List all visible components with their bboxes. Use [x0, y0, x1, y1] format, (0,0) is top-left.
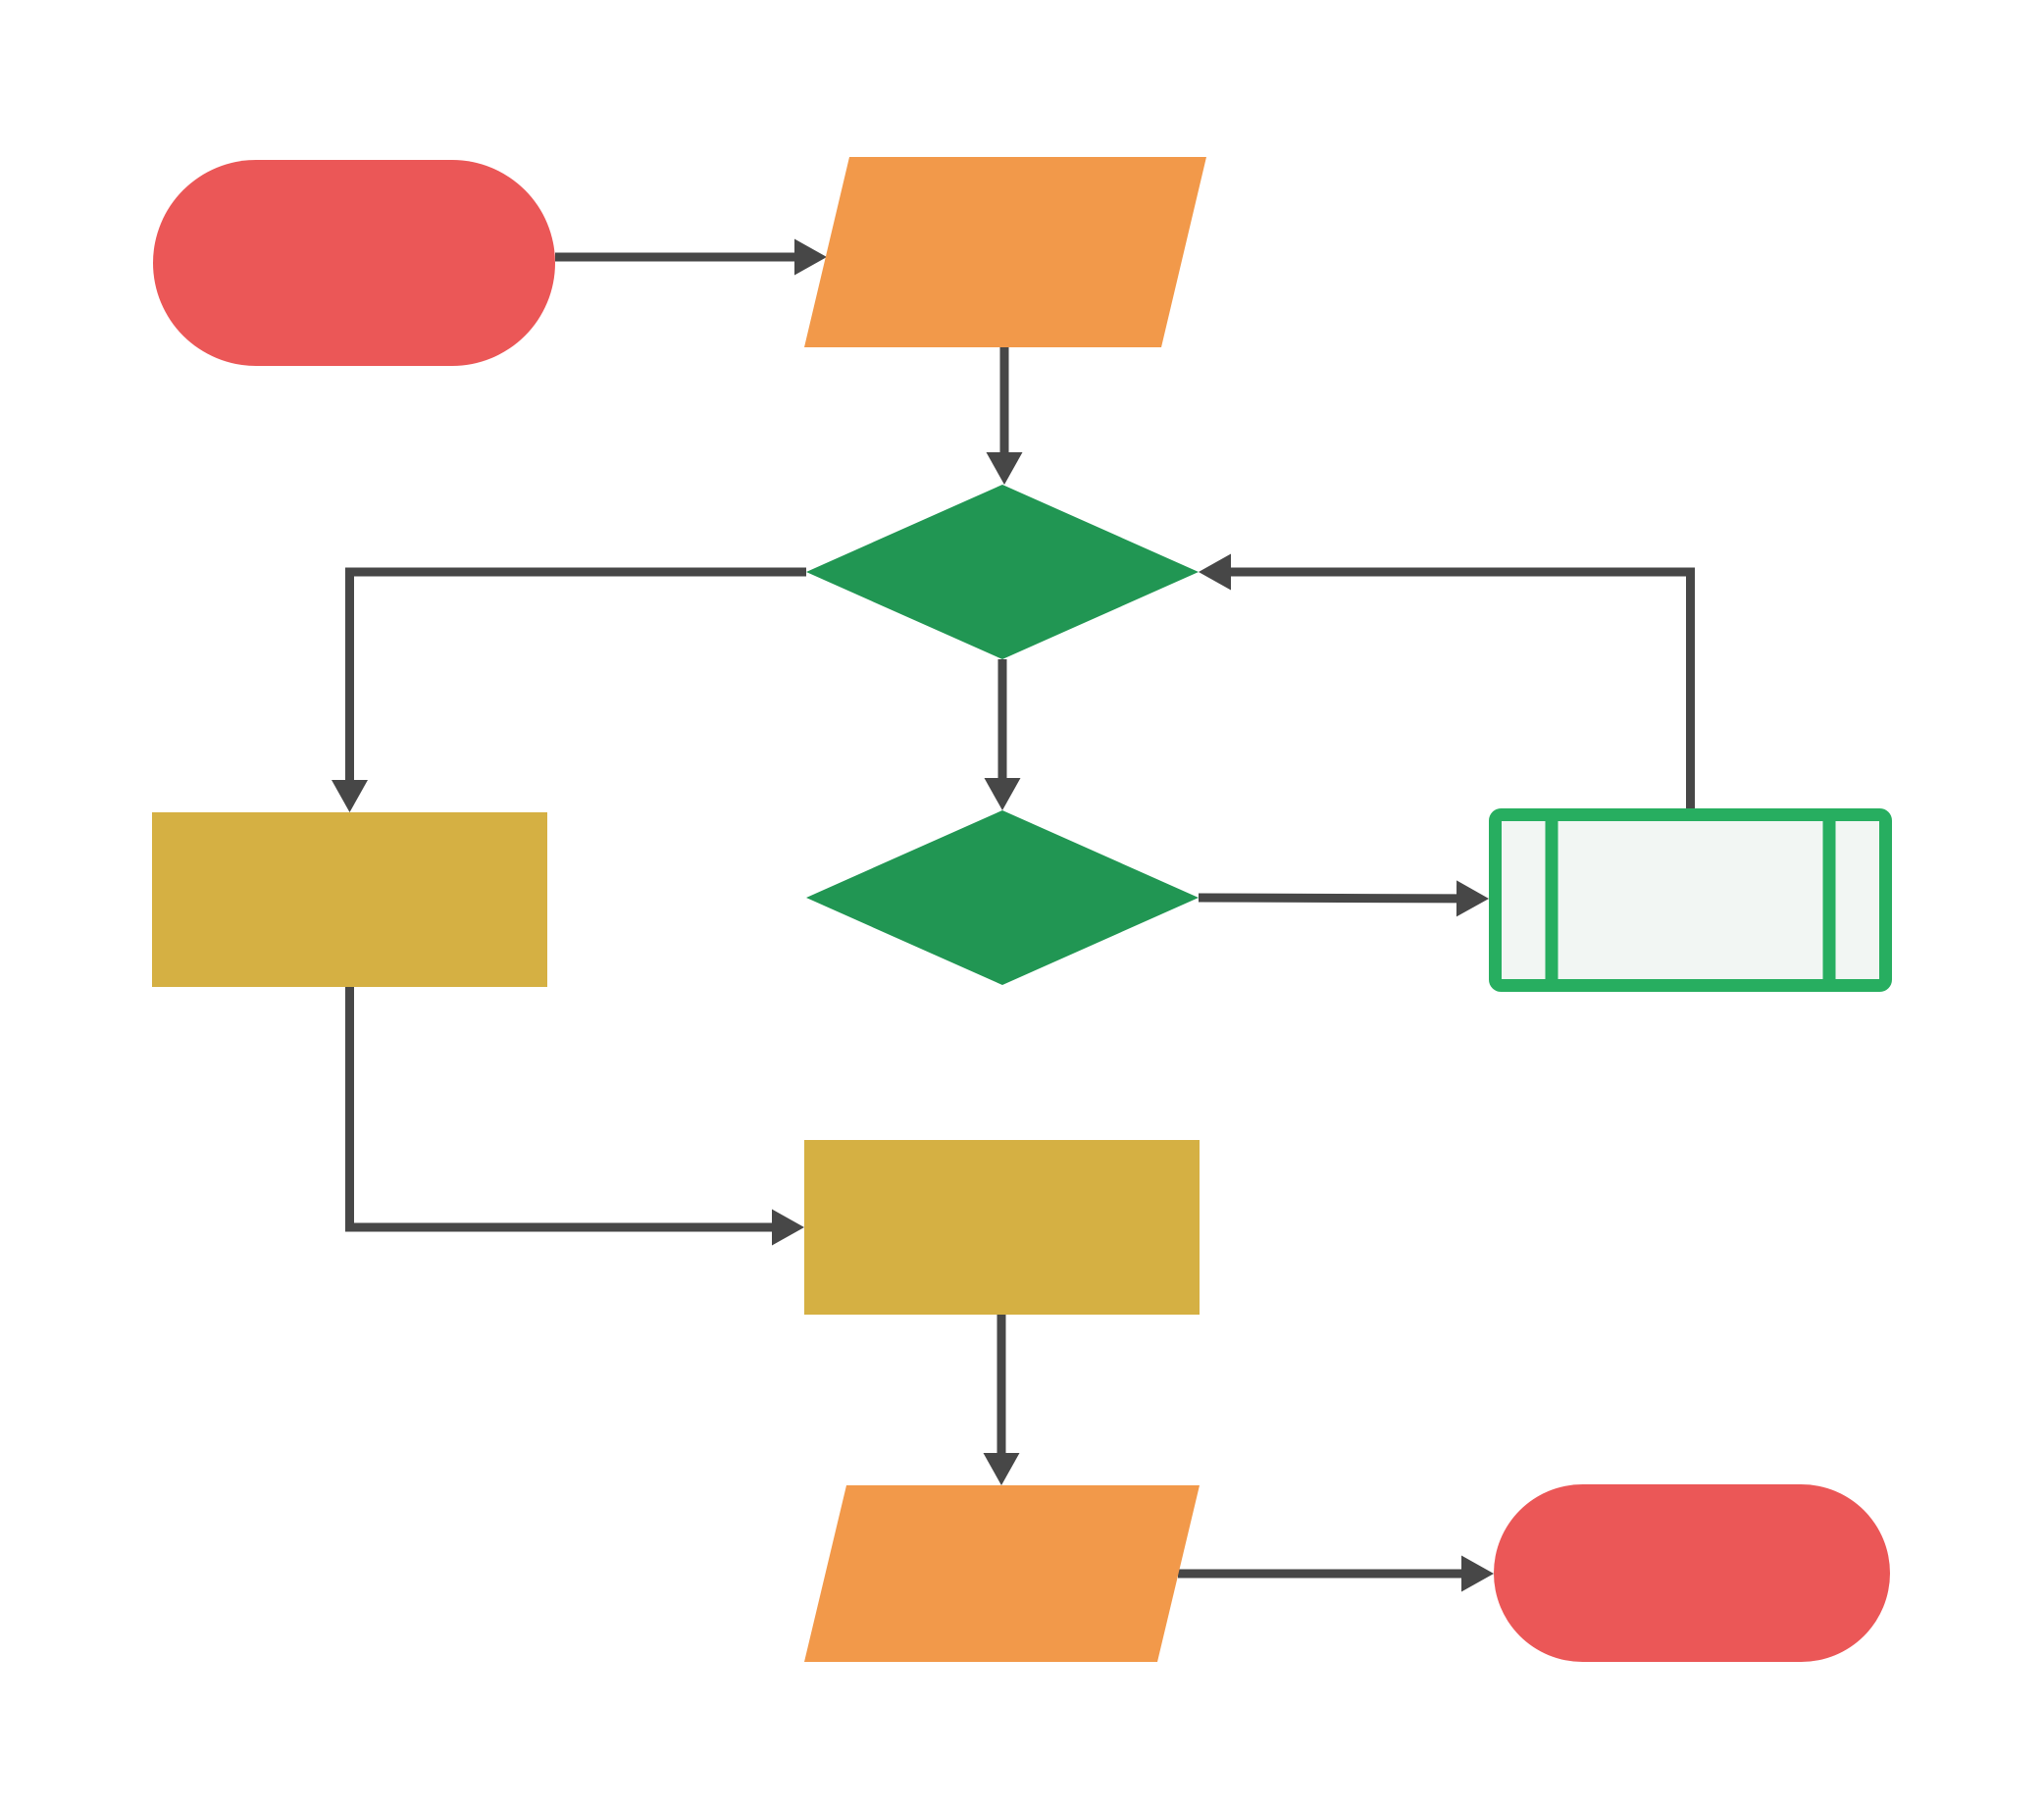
predefined-process-rect-body	[1489, 808, 1892, 992]
arrow-process-center-to-io-bottom	[983, 1315, 1020, 1485]
arrow-decision1-to-decision2	[984, 659, 1021, 810]
arrow-io-bottom-to-end	[1178, 1555, 1494, 1592]
arrow-decision2-to-predefined	[1198, 880, 1489, 917]
process-rect-left	[152, 812, 547, 987]
decision-diamond-1	[806, 485, 1199, 659]
decision-diamond-2	[806, 810, 1199, 985]
end-terminator	[1494, 1484, 1890, 1662]
predefined-process-rect	[1489, 808, 1892, 992]
process-rect-center	[804, 1140, 1200, 1315]
arrow-start-to-io-top	[555, 238, 827, 276]
arrow-io-bottom-to-end-arrowhead-icon	[1461, 1555, 1494, 1592]
arrow-process-left-to-process-center-line	[345, 987, 774, 1232]
arrow-decision1-to-process-left-line	[345, 567, 806, 782]
io-parallelogram-top	[804, 157, 1206, 347]
arrow-predefined-to-decision1-arrowhead-icon	[1199, 553, 1231, 591]
start-terminator	[153, 160, 555, 366]
io-parallelogram-bottom	[804, 1485, 1200, 1662]
arrow-start-to-io-top-arrowhead-icon	[794, 238, 827, 276]
arrow-process-left-to-process-center-arrowhead-icon	[772, 1209, 804, 1246]
arrow-decision1-to-process-left-arrowhead-icon	[332, 780, 368, 812]
arrow-decision2-to-predefined-arrowhead-icon	[1456, 880, 1489, 917]
arrow-io-top-to-decision1-arrowhead-icon	[986, 452, 1023, 485]
arrow-io-top-to-decision1	[986, 347, 1023, 485]
arrow-decision1-to-process-left	[332, 567, 806, 812]
arrow-predefined-to-decision1	[1199, 553, 1695, 808]
arrow-decision2-to-predefined-line	[1198, 893, 1459, 904]
arrow-decision1-to-decision2-arrowhead-icon	[984, 778, 1021, 810]
arrow-process-left-to-process-center	[345, 987, 804, 1246]
arrow-predefined-to-decision1-line	[1229, 567, 1695, 808]
arrow-process-center-to-io-bottom-arrowhead-icon	[983, 1453, 1020, 1485]
